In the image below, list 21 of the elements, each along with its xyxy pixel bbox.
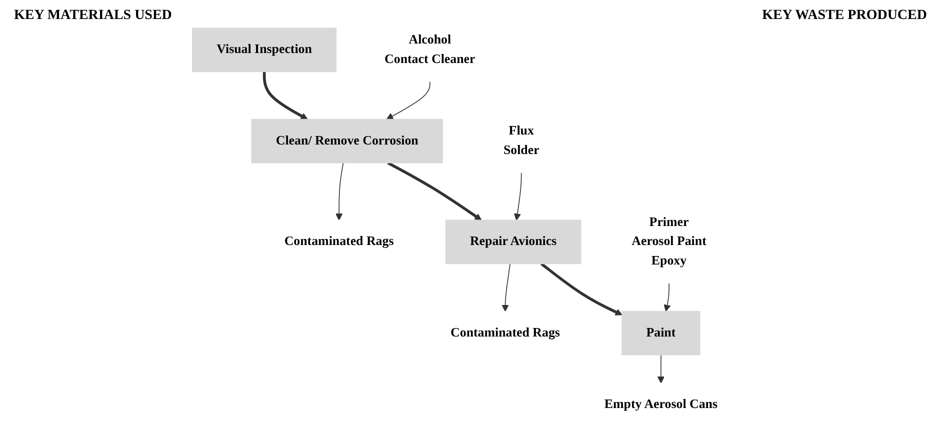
arrow (657, 354, 664, 384)
column-heading: KEY WASTE PRODUCED (761, 7, 928, 25)
arrow (262, 72, 308, 120)
arrow (540, 262, 622, 316)
arrow (335, 162, 344, 220)
node-box: Paint (622, 310, 700, 356)
node-text: Primer Aerosol Paint Epoxy (632, 215, 706, 268)
column-heading: KEY MATERIALS USED (13, 7, 173, 25)
arrow (664, 282, 671, 312)
node-box: Repair Avionics (445, 220, 582, 264)
arrow (387, 162, 482, 220)
node-text: Alcohol Contact Cleaner (384, 32, 476, 66)
node-text: Contaminated Rags (284, 234, 394, 248)
arrow (502, 263, 510, 312)
node-text: Flux Solder (503, 124, 540, 158)
arrow (386, 80, 430, 120)
node-text: Contaminated Rags (450, 326, 560, 340)
arrow (514, 172, 522, 220)
node-box: Clean/ Remove Corrosion (251, 118, 443, 164)
node-text: Empty Aerosol Cans (604, 398, 718, 412)
node-box: Visual Inspection (192, 28, 336, 72)
